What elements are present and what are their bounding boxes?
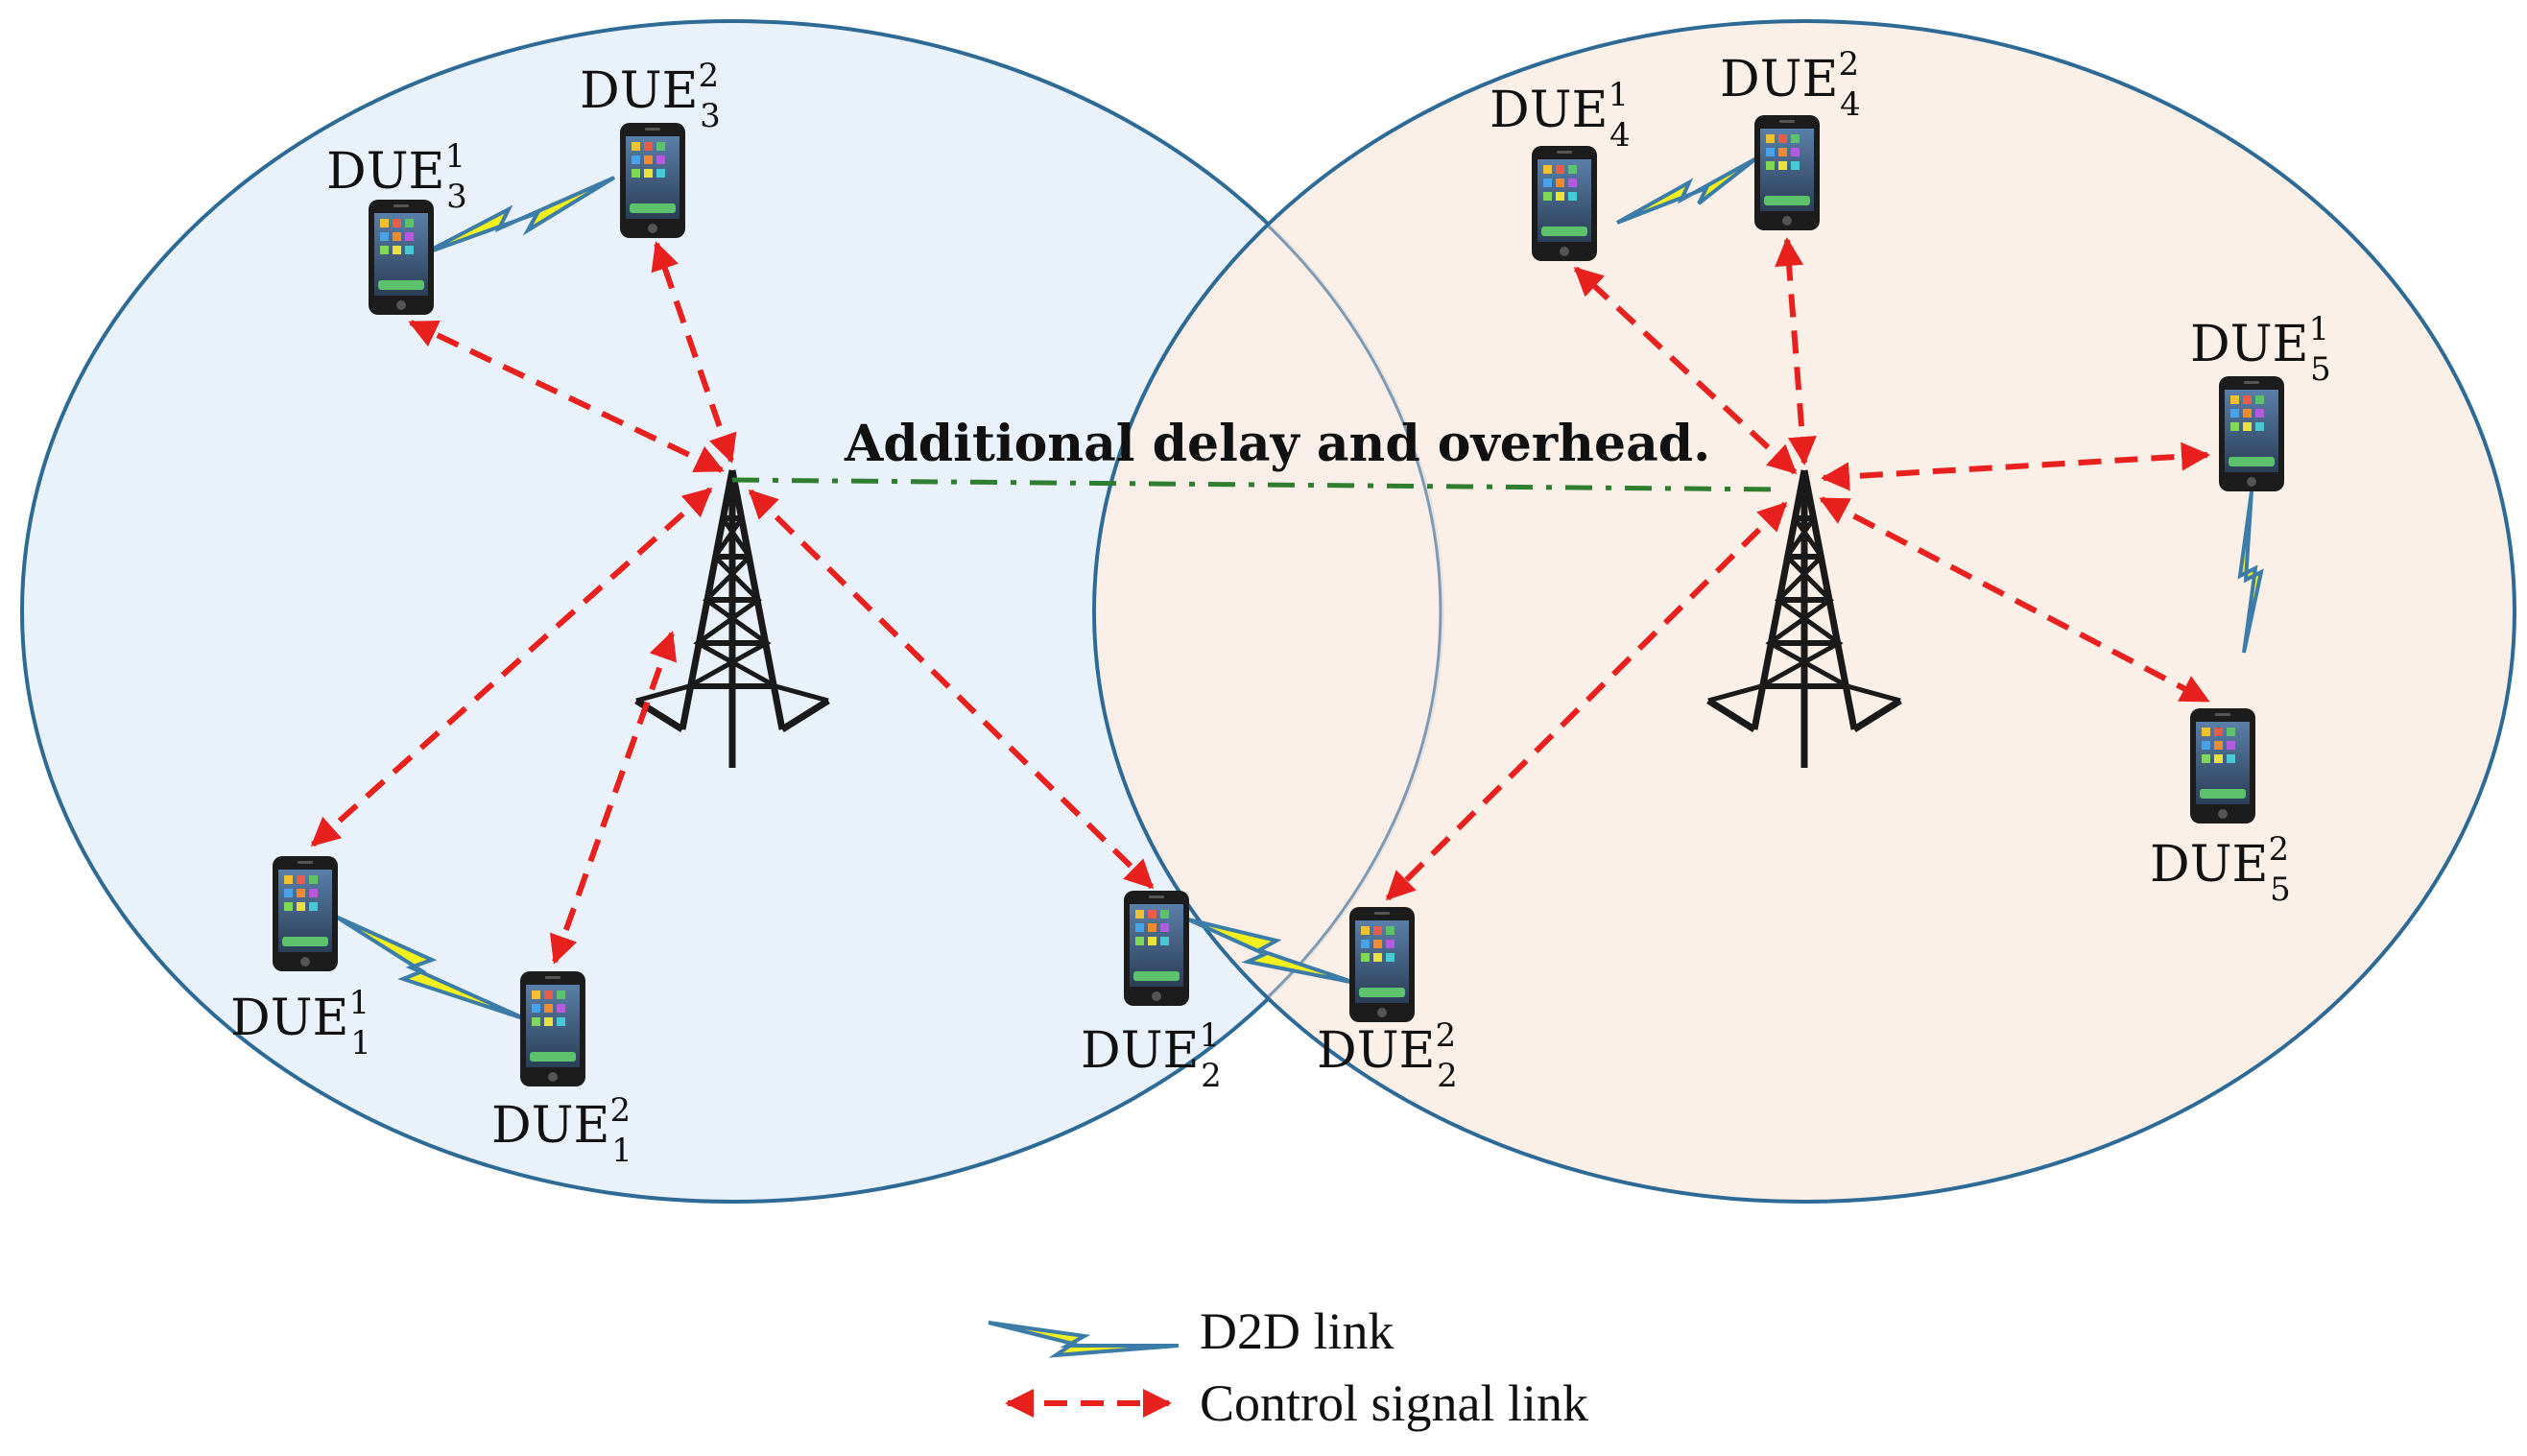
smartphone-icon-due11: [273, 856, 338, 971]
control-links-right: [1385, 237, 2210, 901]
smartphone-icon-due42: [1754, 115, 1820, 230]
legend: D2D link Control signal link: [988, 1302, 1588, 1432]
d2d-link-3: [421, 176, 616, 256]
inter-bs-link: [731, 477, 1784, 492]
lightning-bolt-icon: [988, 1321, 1180, 1358]
smartphone-icon-due21: [1124, 891, 1189, 1006]
smartphone-icon-due22: [1349, 907, 1415, 1022]
smartphone-icon-due51: [2219, 376, 2284, 491]
smartphone-icon-due52: [2190, 708, 2255, 823]
smartphone-icon-due31: [369, 200, 434, 315]
control-links-left: [310, 241, 1155, 965]
inter-bs-annotation: Additional delay and overhead.: [844, 415, 1710, 473]
smartphone-icon-due32: [620, 123, 685, 238]
smartphone-icon-due41: [1532, 146, 1597, 261]
legend-d2d-label: D2D link: [1200, 1302, 1395, 1360]
d2d-link-5: [2237, 490, 2264, 654]
legend-control-label: Control signal link: [1200, 1374, 1588, 1432]
smartphone-icon-due12: [520, 971, 585, 1086]
